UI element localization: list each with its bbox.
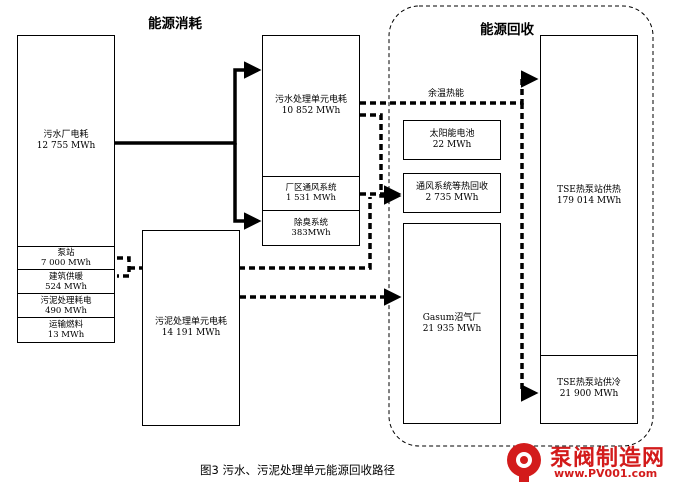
gasum-plant-name: Gasum沼气厂 [422,312,482,323]
item-pump-station: 泵站 7 000 MWh [18,246,114,270]
plant-electricity-name: 污水厂电耗 [43,130,89,140]
surplus-heat-label: 余温热能 [428,89,465,99]
item-building-heating-value: 524 MWh [45,281,87,292]
item-building-heating: 建筑供暖 524 MWh [18,270,114,294]
solar-cell-name: 太阳能电池 [429,129,475,139]
sewage-ventilation-name: 厂区通风系统 [285,183,337,193]
sewage-unit-value: 10 852 MWh [281,106,341,116]
tse-heating: TSE热泵站供热 179 014 MWh [541,36,637,356]
sewage-deodorization: 除臭系统 383MWh [263,211,359,245]
sludge-unit-block: 污泥处理单元电耗 14 191 MWh [142,230,240,426]
sewage-deodorization-value: 383MWh [291,228,331,238]
dashed-arrow-sewage-heat-recovery [360,113,402,205]
item-sludge-power-name: 污泥处理耗电 [40,295,92,306]
ventilation-heat-recovery-block: 通风系统等热回收 2 735 MWh [403,173,501,213]
item-sludge-power: 污泥处理耗电 490 MWh [18,294,114,318]
logo-mark-icon [507,443,541,482]
sewage-ventilation-value: 1 531 MWh [286,193,336,203]
item-pump-station-value: 7 000 MWh [41,257,91,268]
sludge-unit-name: 污泥处理单元电耗 [154,317,227,327]
dashed-bracket-building-heating [117,256,131,278]
item-pump-station-name: 泵站 [57,247,75,258]
tse-heating-value: 179 014 MWh [556,195,622,206]
plant-electricity-value: 12 755 MWh [36,141,96,151]
item-transport-fuel: 运输燃料 13 MWh [18,318,114,342]
solar-cell-value: 22 MWh [432,140,472,150]
figure-caption: 图3 污水、污泥处理单元能源回收路径 [200,463,395,477]
sludge-unit-value: 14 191 MWh [161,328,221,338]
dashed-arrow-surplus-heat [360,70,539,105]
gasum-plant-value: 21 935 MWh [422,323,482,334]
watermark-logo: 泵阀制造网 www.PV001.com [504,440,676,486]
item-transport-fuel-value: 13 MWh [47,330,85,340]
solid-arrow-to-ventilation [233,143,262,230]
tse-cooling: TSE热泵站供冷 21 900 MWh [541,355,637,423]
plant-electricity-main: 污水厂电耗 12 755 MWh [18,36,114,247]
sewage-deodorization-name: 除臭系统 [293,218,328,228]
logo-name: 泵阀制造网 [550,446,666,471]
logo-url: www.PV001.com [554,467,658,480]
solar-cell-block: 太阳能电池 22 MWh [403,120,501,160]
item-sludge-power-value: 490 MWh [45,305,87,316]
sewage-unit-name: 污水处理单元电耗 [274,95,347,105]
tse-cooling-name: TSE热泵站供冷 [557,378,621,388]
ventilation-heat-recovery-name: 通风系统等热回收 [415,182,488,192]
item-building-heating-name: 建筑供暖 [48,271,83,282]
sewage-unit-main: 污水处理单元电耗 10 852 MWh [263,36,359,177]
tse-block: TSE热泵站供热 179 014 MWh TSE热泵站供冷 21 900 MWh [540,35,638,424]
item-transport-fuel-name: 运输燃料 [48,320,83,330]
plant-electricity-block: 污水厂电耗 12 755 MWh 泵站 7 000 MWh 建筑供暖 524 M… [17,35,115,343]
heading-consumption: 能源消耗 [148,16,202,32]
sewage-ventilation: 厂区通风系统 1 531 MWh [263,176,359,211]
tse-cooling-value: 21 900 MWh [559,389,619,399]
gasum-plant-block: Gasum沼气厂 21 935 MWh [403,223,501,424]
sewage-unit-block: 污水处理单元电耗 10 852 MWh 厂区通风系统 1 531 MWh 除臭系… [262,35,360,246]
heading-recovery: 能源回收 [480,22,534,38]
dashed-arrow-tse-cooling [520,103,539,402]
solid-arrow-to-sewage-main [115,61,262,145]
tse-heating-name: TSE热泵站供热 [557,184,621,195]
ventilation-heat-recovery-value: 2 735 MWh [425,193,479,203]
